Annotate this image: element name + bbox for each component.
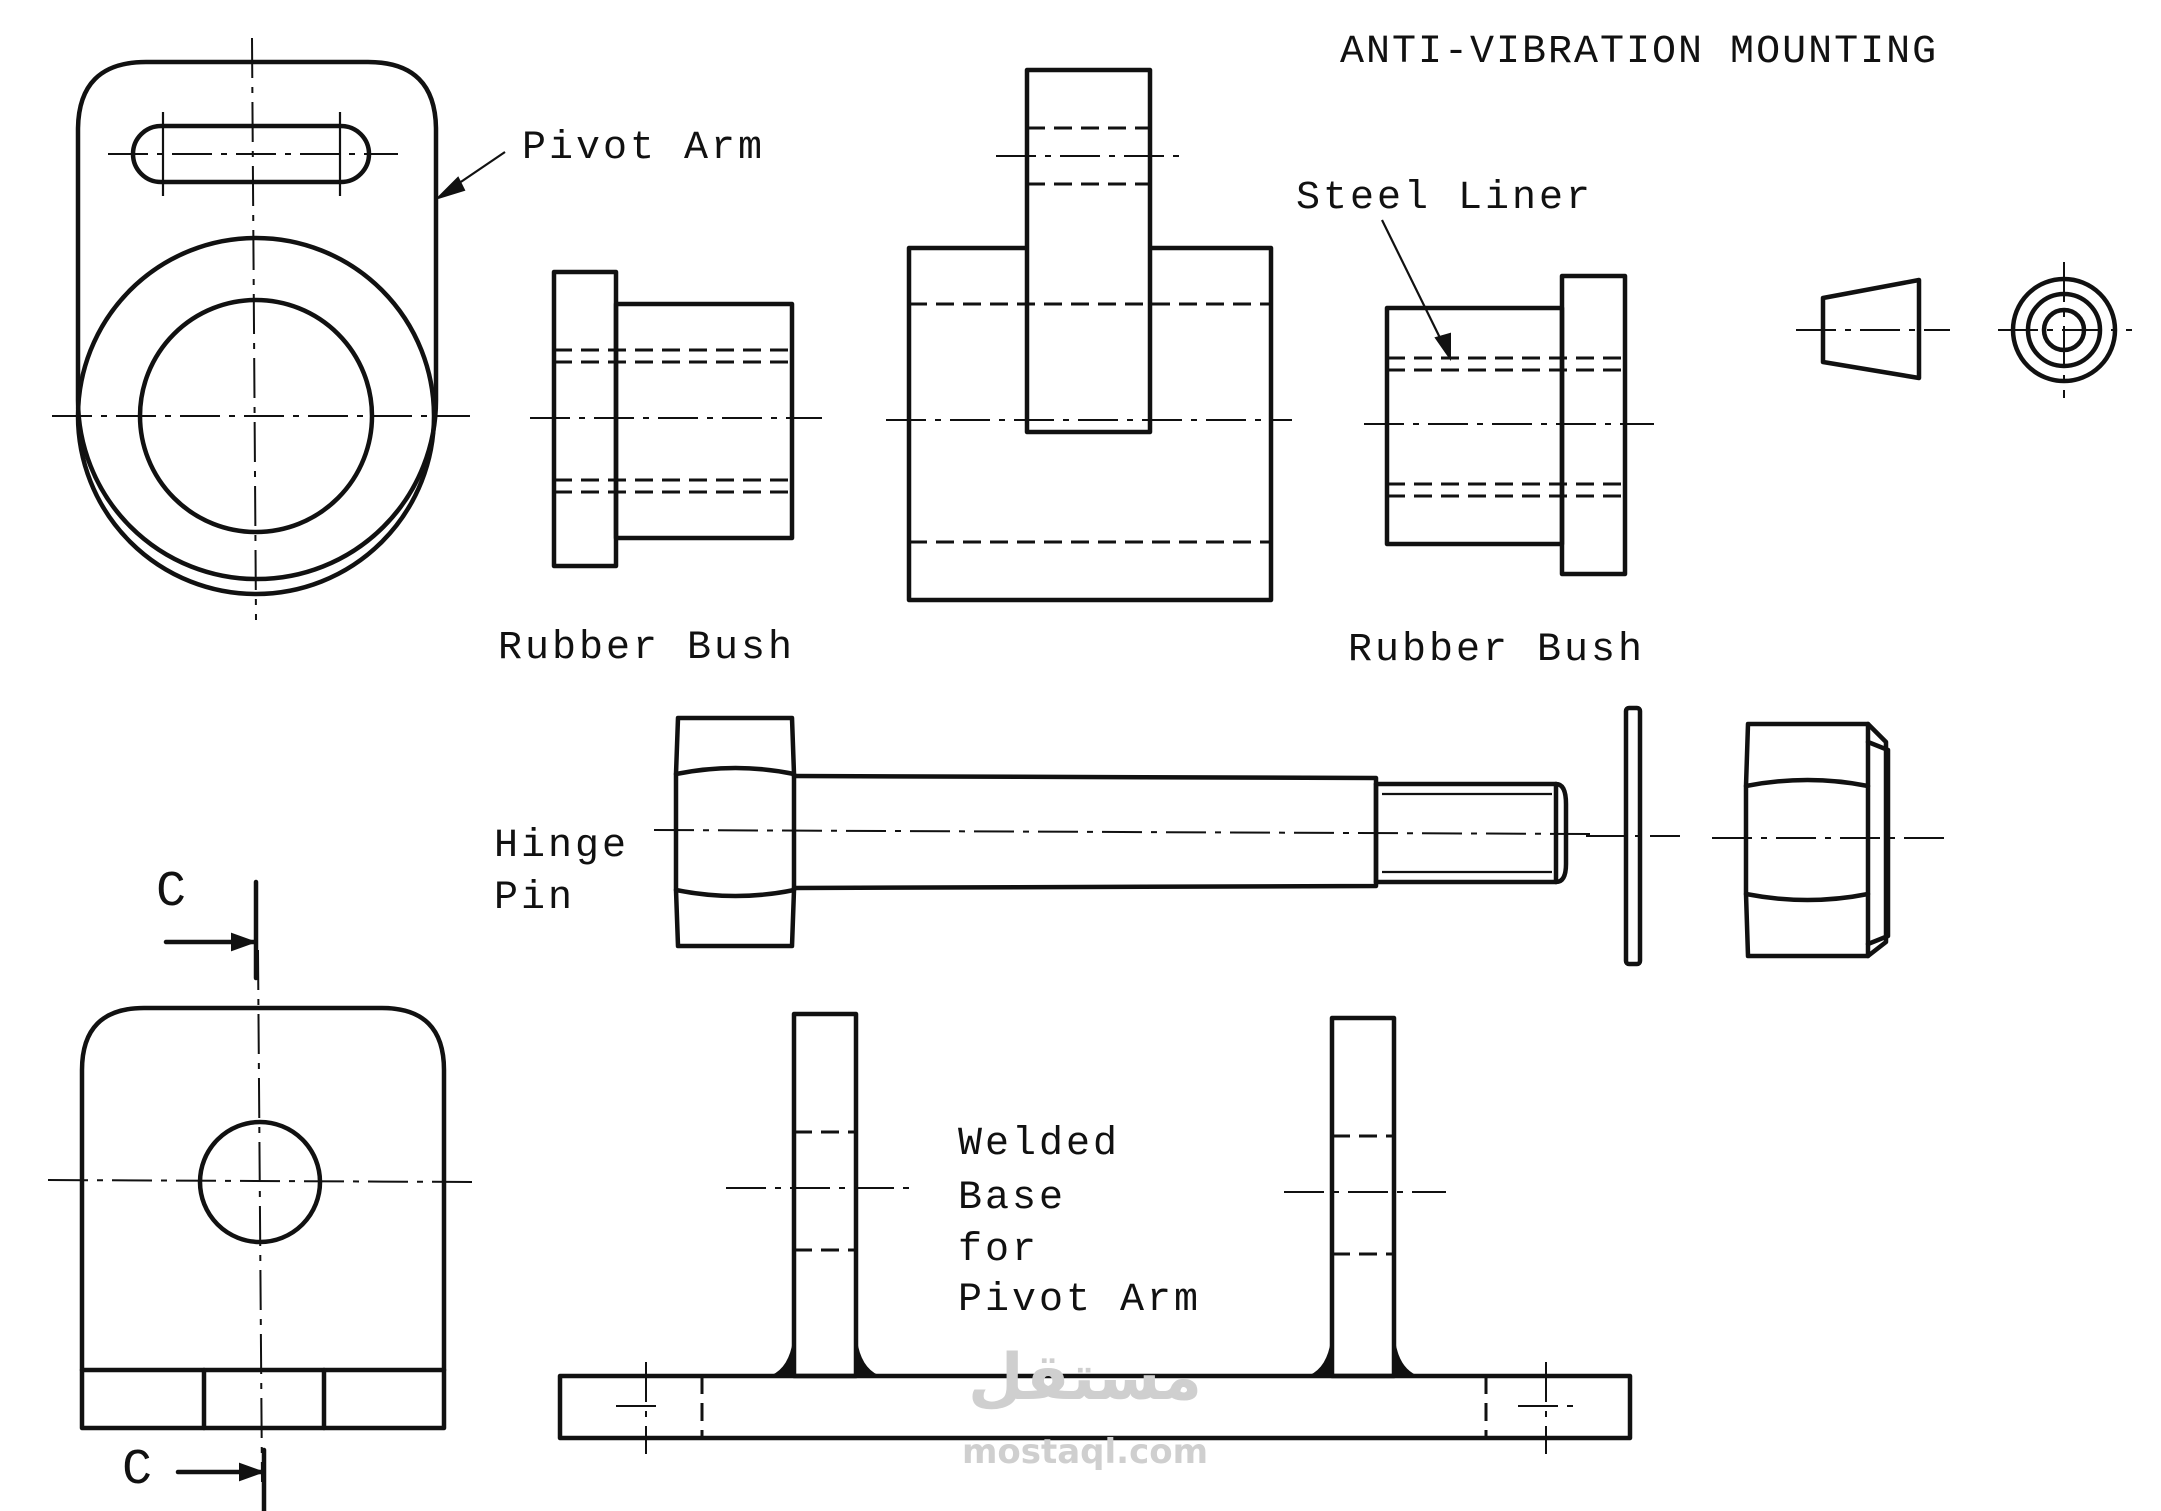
- drawing-title: ANTI-VIBRATION MOUNTING: [1340, 30, 1939, 75]
- tapered-sleeve-view: [1796, 277, 1950, 381]
- welded-base-label-line1: Welded: [958, 1122, 1121, 1167]
- rubber-bush-left-label: Rubber Bush: [498, 626, 796, 671]
- watermark-arabic: مستقل: [967, 1341, 1203, 1415]
- weld-fillet: [771, 1339, 795, 1377]
- section-marker-top: C: [156, 864, 187, 921]
- bush-right-body: [1384, 305, 1565, 547]
- weld-fillet: [1309, 1339, 1333, 1377]
- welded-base-label-line2: Base: [958, 1176, 1067, 1221]
- welded-base-label-line4: Pivot Arm: [958, 1278, 1202, 1323]
- base-end-outline: [79, 1005, 447, 1431]
- pivot-arm-outline: [75, 59, 439, 582]
- rubber-bush-left-view: [530, 269, 822, 569]
- washer-side-view: [1586, 705, 1680, 967]
- pivot-arm-view: [52, 37, 506, 621]
- steel-liner-leader: [1381, 219, 1445, 347]
- steel-liner-label: Steel Liner: [1296, 176, 1594, 221]
- base-upright-right: [1329, 1015, 1397, 1379]
- hinge-pin-label-line2: Pin: [494, 876, 576, 921]
- rubber-bush-right-label: Rubber Bush: [1348, 628, 1646, 673]
- pivot-arm-label: Pivot Arm: [522, 126, 766, 171]
- nut-outline: [1743, 721, 1889, 959]
- housing-view: [886, 67, 1292, 603]
- hinge-pin-head: [673, 715, 797, 949]
- bush-left-body: [613, 301, 795, 541]
- base-plate: [557, 1373, 1633, 1441]
- washer-end-view: [1998, 262, 2132, 398]
- steel-liner-leader-arrow: [1434, 332, 1451, 362]
- watermark-latin: mostaql.com: [961, 1432, 1209, 1472]
- tapered-sleeve-outline: [1820, 277, 1922, 381]
- housing-arm: [1024, 67, 1153, 435]
- weld-fillet: [1393, 1339, 1417, 1377]
- welded-base-label-line3: for: [958, 1228, 1040, 1273]
- hinge-pin-label-line1: Hinge: [494, 824, 630, 869]
- section-marker-bottom: C: [122, 1442, 153, 1499]
- base-upright-left: [791, 1011, 859, 1379]
- rubber-bush-right-view: [1364, 219, 1654, 577]
- hinge-pin-view: [653, 715, 1591, 949]
- welded-base-view: [557, 1011, 1633, 1454]
- weld-fillet: [855, 1339, 879, 1377]
- pivot-arm-leader-arrow: [437, 176, 466, 199]
- base-end-view: [47, 879, 475, 1511]
- nut-view: [1712, 721, 1950, 959]
- hinge-pin-shank: [791, 773, 1379, 891]
